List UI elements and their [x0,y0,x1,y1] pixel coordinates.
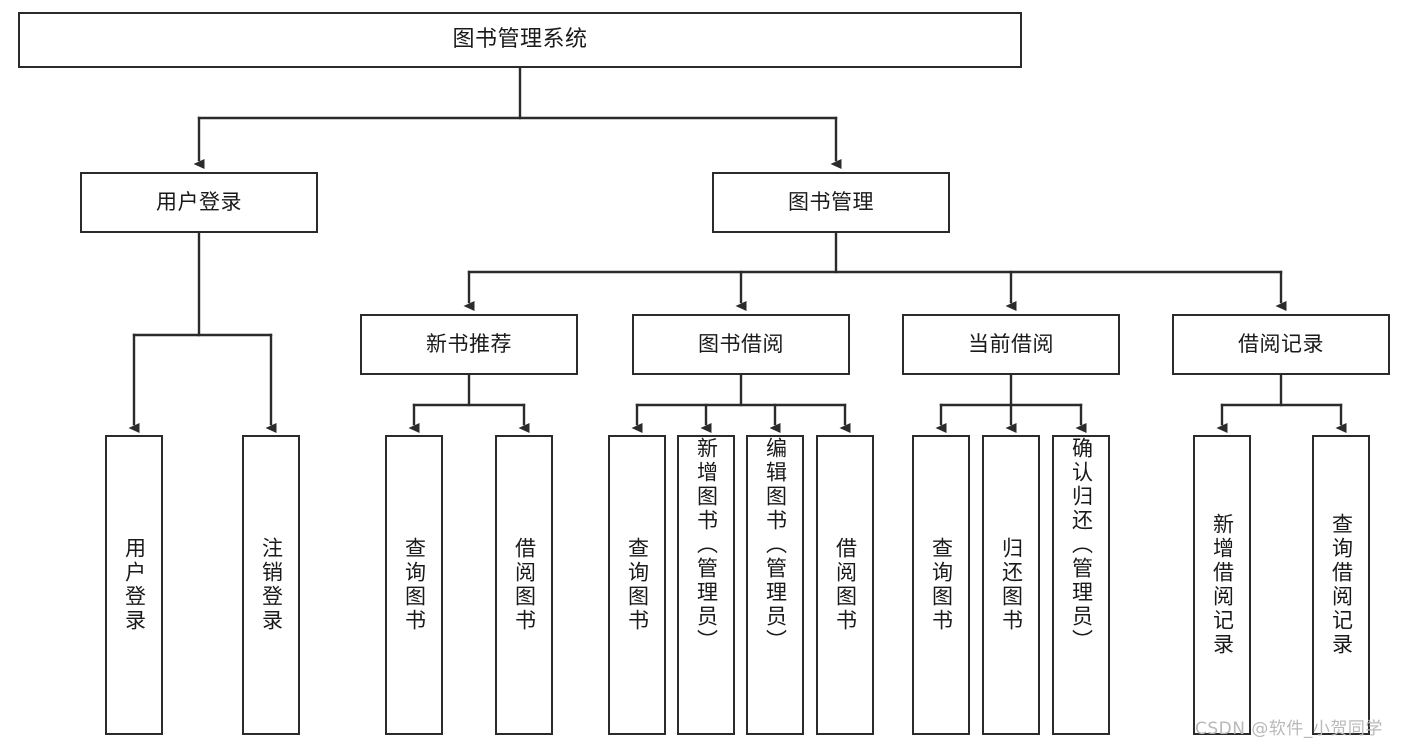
node-borrow-record-label: 借阅记录 [1238,332,1324,357]
node-borrow-record[interactable]: 借阅记录 [1172,314,1390,375]
node-leaf-user-login-label: 用户登录 [122,537,147,633]
node-leaf-borrow-book-1[interactable]: 借阅图书 [495,435,553,735]
node-new-book-recommend[interactable]: 新书推荐 [360,314,578,375]
node-leaf-query-book-2[interactable]: 查询图书 [608,435,666,735]
node-leaf-logout-login[interactable]: 注销登录 [242,435,300,735]
node-leaf-return-book[interactable]: 归还图书 [982,435,1040,735]
node-leaf-add-book-admin[interactable]: 新增图书（管理员） [677,435,735,735]
node-leaf-query-book-1-label: 查询图书 [402,537,427,633]
node-user-login-label: 用户登录 [156,190,242,215]
node-book-borrow-label: 图书借阅 [698,332,784,357]
node-leaf-edit-book-admin-label: 编辑图书（管理员） [763,437,788,653]
node-new-book-recommend-label: 新书推荐 [426,332,512,357]
node-leaf-query-book-2-label: 查询图书 [625,537,650,633]
node-root-label: 图书管理系统 [452,27,588,53]
node-current-borrow-label: 当前借阅 [968,332,1054,357]
node-leaf-add-borrow-record[interactable]: 新增借阅记录 [1193,435,1251,735]
node-leaf-query-book-3[interactable]: 查询图书 [912,435,970,735]
node-leaf-query-borrow-record[interactable]: 查询借阅记录 [1312,435,1370,735]
node-leaf-add-borrow-record-label: 新增借阅记录 [1210,513,1235,657]
node-leaf-confirm-return-admin[interactable]: 确认归还（管理员） [1052,435,1110,735]
node-book-manage-label: 图书管理 [788,190,874,215]
node-leaf-return-book-label: 归还图书 [999,537,1024,633]
node-leaf-query-book-3-label: 查询图书 [929,537,954,633]
node-leaf-borrow-book-2-label: 借阅图书 [833,537,858,633]
node-book-borrow[interactable]: 图书借阅 [632,314,850,375]
node-leaf-user-login[interactable]: 用户登录 [105,435,163,735]
node-leaf-add-book-admin-label: 新增图书（管理员） [694,437,719,653]
node-leaf-confirm-return-admin-label: 确认归还（管理员） [1069,437,1094,653]
node-leaf-query-borrow-record-label: 查询借阅记录 [1329,513,1354,657]
node-root[interactable]: 图书管理系统 [18,12,1022,68]
csdn-watermark: CSDN @软件_小贺同学 [1195,719,1383,739]
node-leaf-borrow-book-2[interactable]: 借阅图书 [816,435,874,735]
node-book-manage[interactable]: 图书管理 [712,172,950,233]
node-leaf-edit-book-admin[interactable]: 编辑图书（管理员） [746,435,804,735]
node-leaf-logout-login-label: 注销登录 [259,537,284,633]
node-current-borrow[interactable]: 当前借阅 [902,314,1120,375]
node-leaf-borrow-book-1-label: 借阅图书 [512,537,537,633]
node-user-login[interactable]: 用户登录 [80,172,318,233]
node-leaf-query-book-1[interactable]: 查询图书 [385,435,443,735]
